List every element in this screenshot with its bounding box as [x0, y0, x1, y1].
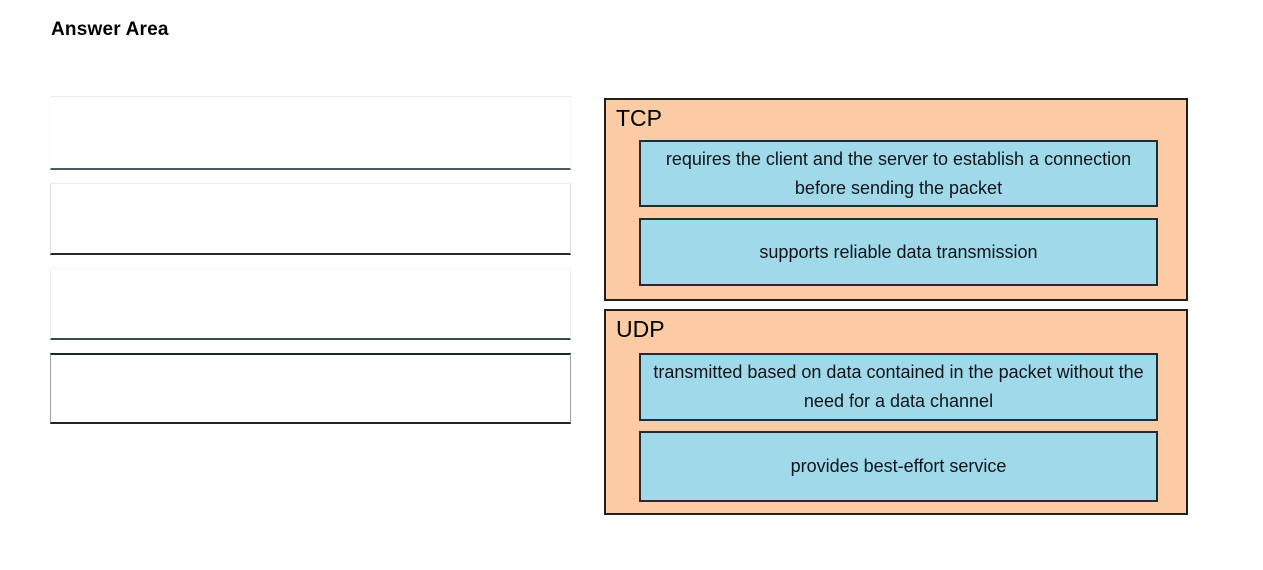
protocol-group-udp: UDP transmitted based on data contained …	[604, 309, 1188, 515]
draggable-option-udp-2[interactable]: provides best-effort service	[639, 431, 1158, 502]
option-label: provides best-effort service	[790, 456, 1007, 476]
protocol-group-tcp: TCP requires the client and the server t…	[604, 98, 1188, 301]
option-label: transmitted based on data contained in t…	[653, 362, 1144, 411]
answer-area	[50, 96, 571, 426]
answer-drop-slot-4[interactable]	[50, 353, 571, 424]
draggable-option-tcp-1[interactable]: requires the client and the server to es…	[639, 140, 1158, 207]
group-label-tcp: TCP	[616, 105, 662, 131]
draggable-option-udp-1[interactable]: transmitted based on data contained in t…	[639, 353, 1158, 421]
answer-drop-slot-2[interactable]	[50, 183, 571, 255]
group-label-udp: UDP	[616, 316, 665, 342]
draggable-option-tcp-2[interactable]: supports reliable data transmission	[639, 218, 1158, 286]
page-title: Answer Area	[51, 19, 169, 40]
option-label: supports reliable data transmission	[759, 241, 1038, 262]
answer-drop-slot-1[interactable]	[50, 96, 571, 170]
answer-drop-slot-3[interactable]	[50, 268, 571, 340]
option-label: requires the client and the server to es…	[665, 148, 1132, 198]
